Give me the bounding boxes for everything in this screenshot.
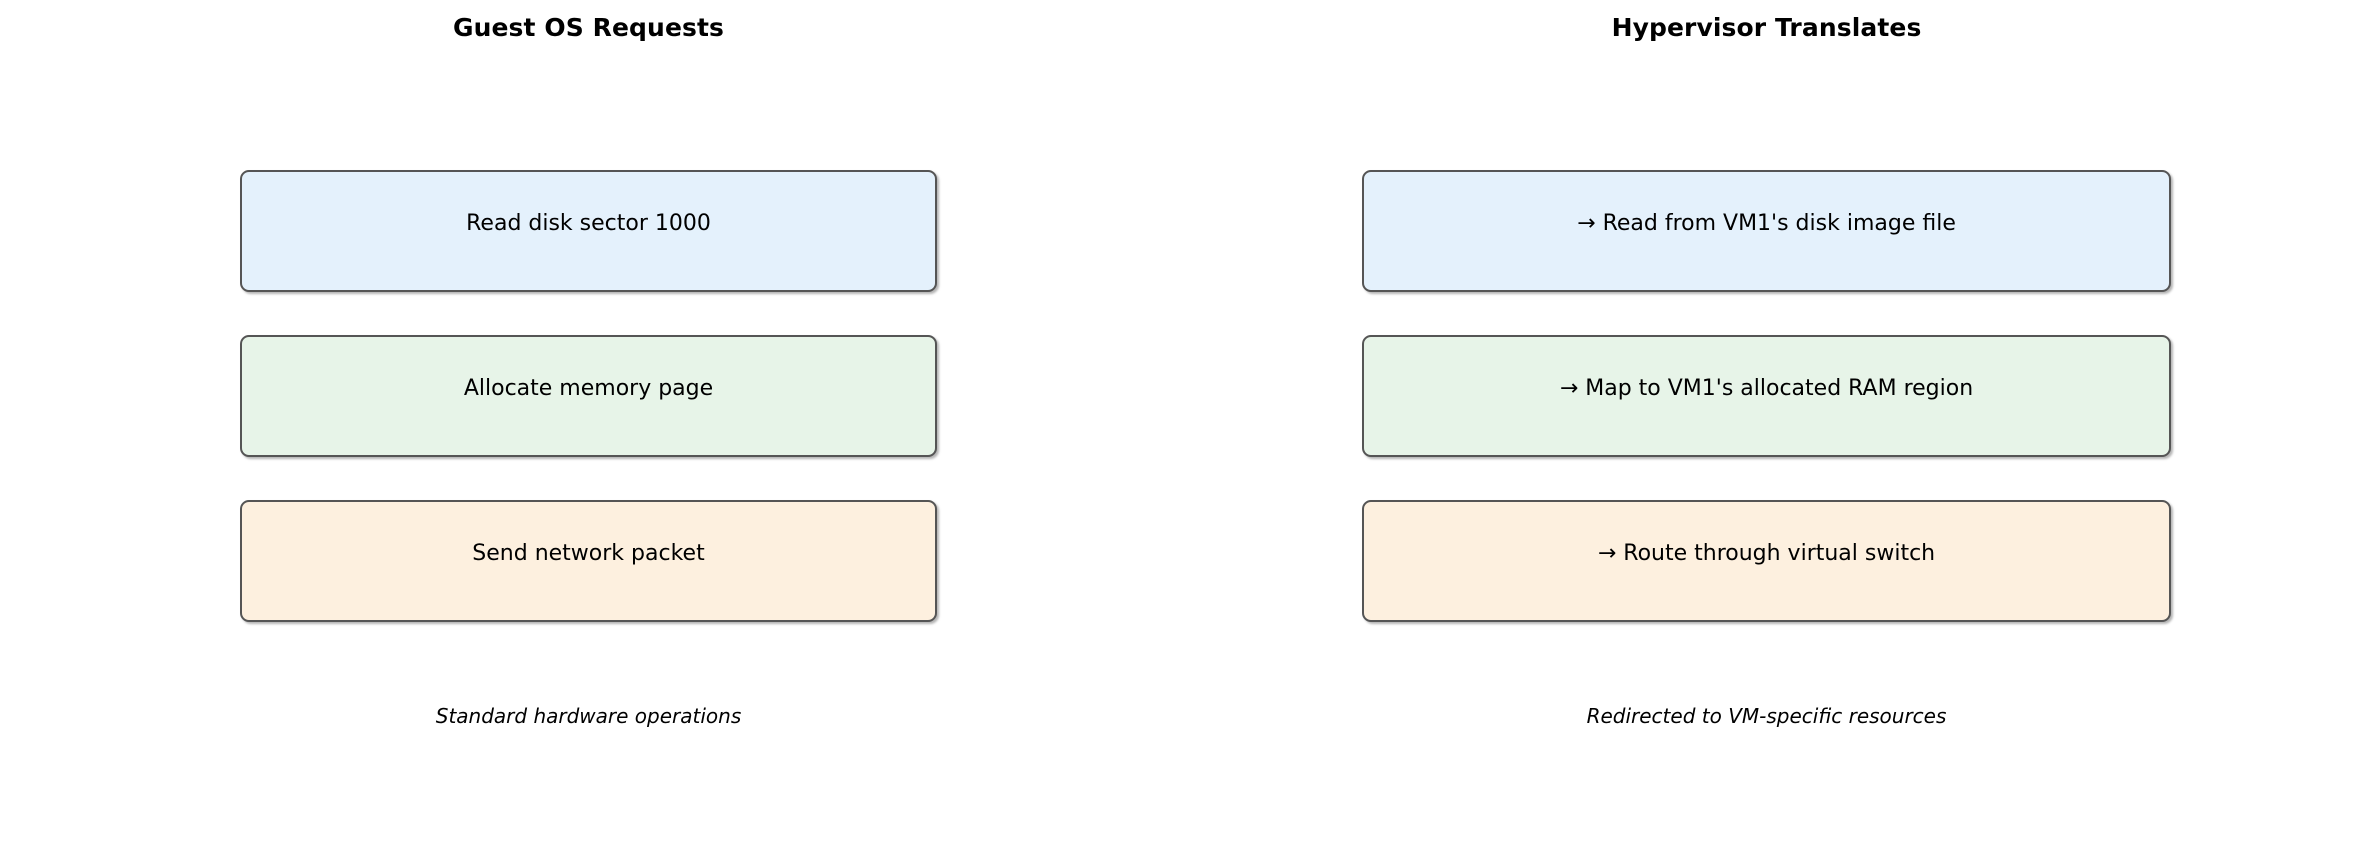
translation-box-route-virtual-switch: → Route through virtual switch bbox=[1362, 500, 2171, 622]
column-heading-hypervisor-translates: Hypervisor Translates bbox=[1611, 13, 1922, 42]
request-box-send-network-packet: Send network packet bbox=[240, 500, 937, 622]
request-box-label: Allocate memory page bbox=[463, 376, 714, 401]
translation-box-map-vm-ram-region: → Map to VM1's allocated RAM region bbox=[1362, 335, 2171, 457]
request-box-allocate-memory-page: Allocate memory page bbox=[240, 335, 937, 457]
column-caption-hypervisor-translates: Redirected to VM-specific resources bbox=[1586, 704, 1947, 728]
translation-box-label: → Route through virtual switch bbox=[1597, 541, 1936, 566]
translation-box-label: → Read from VM1's disk image file bbox=[1577, 211, 1956, 236]
column-guest-os-requests: Guest OS Requests Read disk sector 1000 … bbox=[240, 0, 937, 855]
column-caption-guest-os-requests: Standard hardware operations bbox=[435, 704, 742, 728]
translation-box-label: → Map to VM1's allocated RAM region bbox=[1559, 376, 1974, 401]
request-box-read-disk-sector: Read disk sector 1000 bbox=[240, 170, 937, 292]
request-box-label: Send network packet bbox=[472, 541, 705, 566]
column-hypervisor-translates: Hypervisor Translates → Read from VM1's … bbox=[1362, 0, 2171, 855]
translation-box-read-vm-disk-image: → Read from VM1's disk image file bbox=[1362, 170, 2171, 292]
column-heading-guest-os-requests: Guest OS Requests bbox=[452, 13, 725, 42]
request-box-label: Read disk sector 1000 bbox=[466, 211, 711, 236]
